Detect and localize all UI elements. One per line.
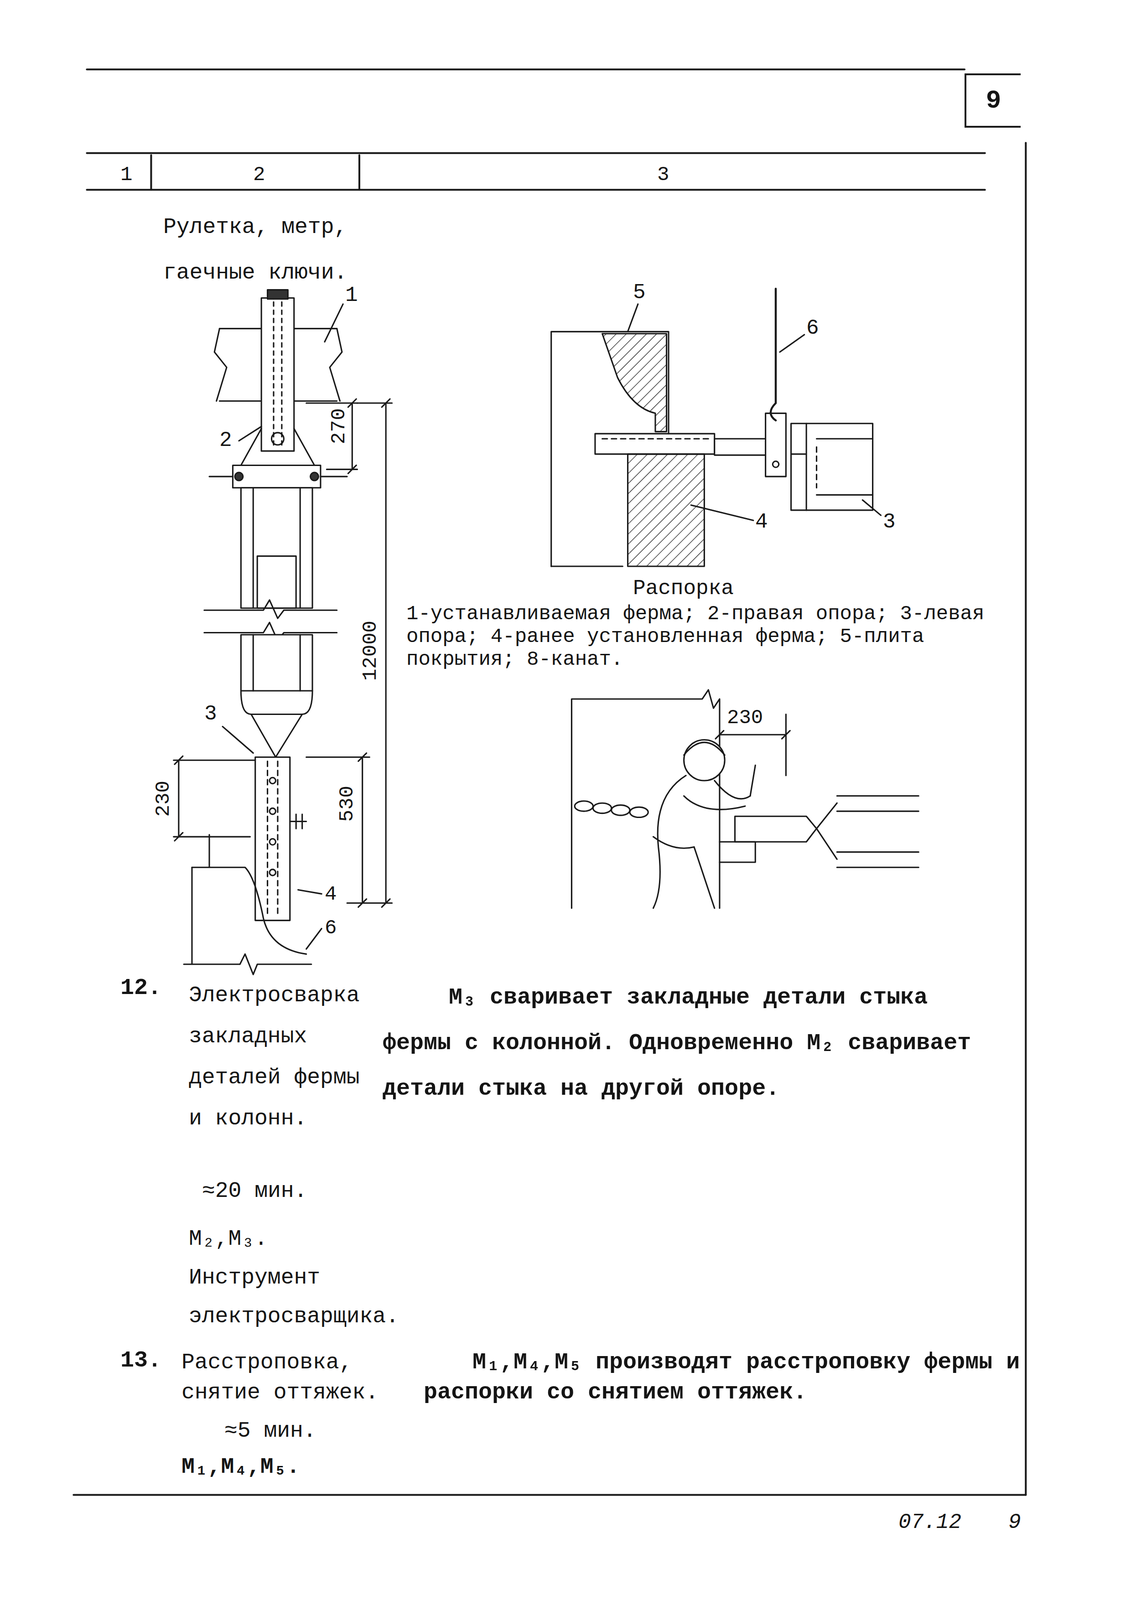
column-number: 2 (253, 163, 265, 187)
dimension: 270 (328, 408, 349, 445)
strut-drawing (551, 288, 882, 567)
column-number: 1 (120, 163, 133, 187)
dimension: 230 (726, 706, 763, 730)
step-number: 12. (120, 975, 162, 1002)
page-frame (73, 69, 1026, 1495)
callout-number: 6 (324, 916, 337, 940)
step-workers: М₂,М₃. Инструмент электросварщика. (188, 1219, 409, 1337)
callout-number: 2 (219, 428, 233, 453)
dimension: 230 (153, 780, 174, 817)
step-name: Электросварка закладных деталей фермы и … (188, 975, 373, 1140)
step-description: М₃ сваривает закладные детали стыка ферм… (382, 975, 1006, 1112)
callout-number: 5 (632, 280, 646, 306)
column-number: 3 (657, 163, 670, 187)
tools-text: Рулетка, метр, гаечные ключи. (163, 204, 399, 296)
step-number: 13. (120, 1347, 162, 1375)
callout-number: 4 (755, 510, 768, 535)
callout-number: 3 (882, 510, 896, 535)
page-number: 9 (985, 86, 1002, 116)
step-duration: ≈20 мин. (202, 1178, 307, 1204)
callout-number: 6 (806, 316, 820, 341)
figure-legend-text: 1-устанавливаемая ферма; 2-правая опора;… (406, 602, 1024, 671)
dimension: 530 (337, 785, 358, 822)
callout-number: 1 (345, 283, 358, 308)
step-description: М₁,М₄,М₅ производят расстроповку фермы и… (423, 1347, 1027, 1408)
page-number: 9 (1008, 1510, 1022, 1536)
figure-title: Распорка (632, 576, 734, 602)
dimension: 12000 (360, 620, 381, 681)
truss-column-drawing (173, 290, 393, 976)
page-number-box: 9 (964, 73, 1021, 128)
document-code: 07.12 (898, 1510, 962, 1536)
welder-drawing (571, 690, 919, 909)
step-duration: ≈5 мин. (224, 1418, 317, 1444)
step-name: Расстроповка, снятие оттяжек. (181, 1347, 427, 1408)
callout-number: 3 (204, 702, 218, 727)
step-workers: М₁,М₄,М₅. (181, 1454, 300, 1480)
callout-number: 4 (324, 882, 337, 907)
